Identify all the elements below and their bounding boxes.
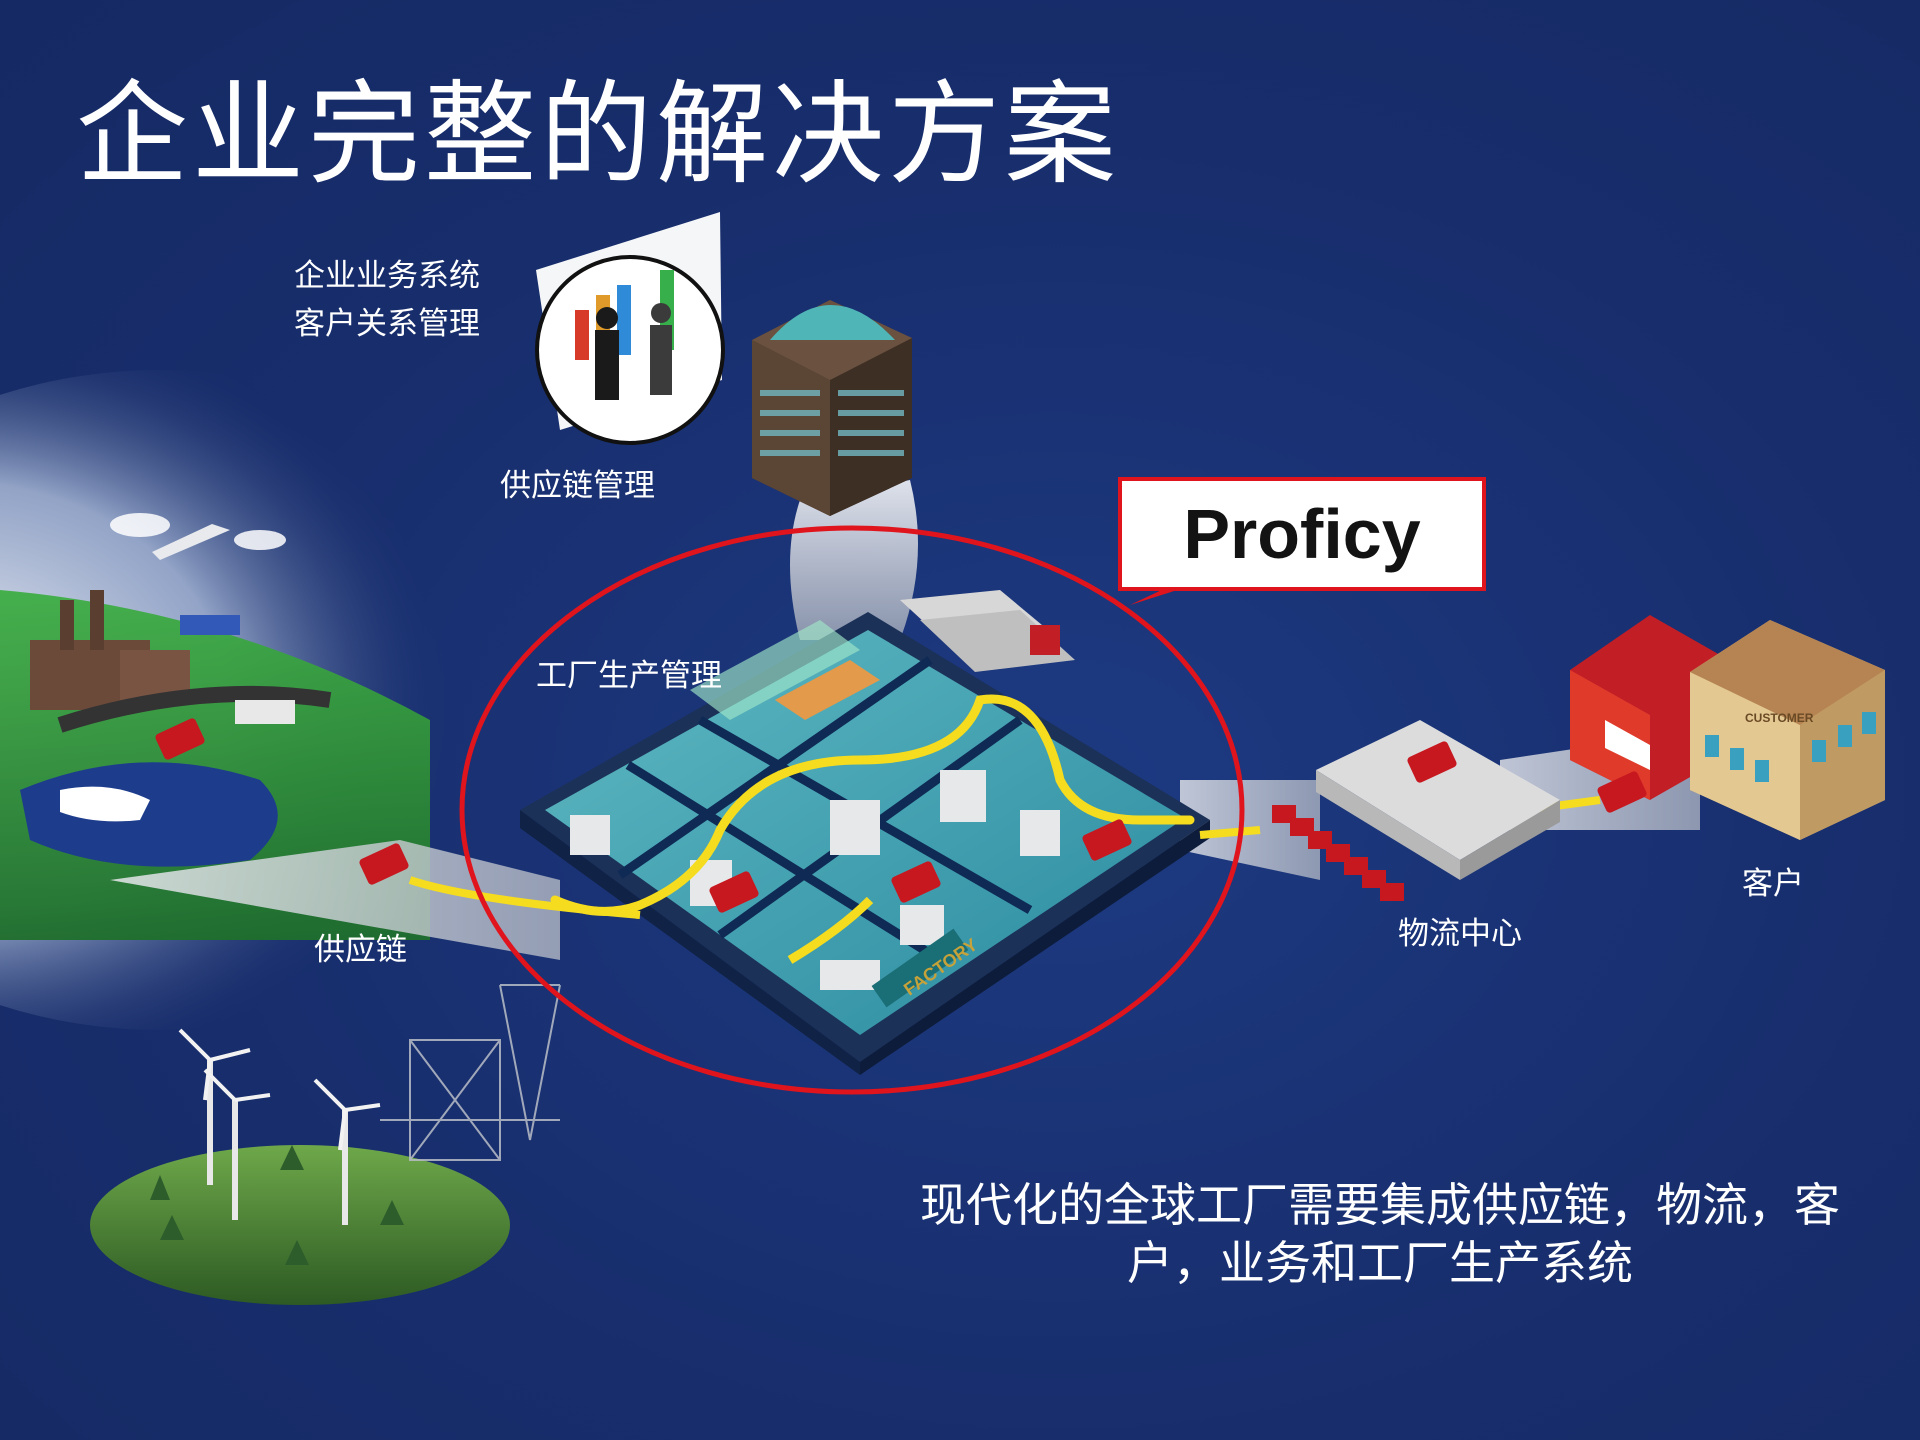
business-meeting-graphic — [535, 212, 725, 445]
tag-icon — [155, 718, 205, 760]
proficy-callout: Proficy — [1118, 477, 1486, 591]
label-crm: 客户关系管理 — [294, 306, 480, 342]
headquarters-building — [752, 300, 912, 516]
proficy-callout-text: Proficy — [1183, 495, 1421, 573]
tag-icon — [709, 871, 759, 913]
logistics-center — [1272, 720, 1560, 901]
proficy-scope-ellipse — [459, 525, 1245, 1095]
energy-region — [90, 984, 561, 1305]
supply-flow-path — [408, 876, 641, 919]
label-supply-chain: 供应链 — [314, 932, 407, 968]
tag-icon — [359, 843, 409, 885]
factory-building: FACTORY — [520, 612, 1210, 1075]
customer-sign: CUSTOMER — [1745, 711, 1814, 725]
slide-title: 企业完整的解决方案 — [76, 70, 1120, 200]
tag-icon — [1597, 771, 1647, 813]
slide-caption: 现代化的全球工厂需要集成供应链，物流，客 户，业务和工厂生产系统 — [880, 1176, 1880, 1292]
label-logistics: 物流中心 — [1398, 916, 1522, 952]
customer-buildings: CUSTOMER — [1570, 615, 1885, 840]
tag-icon — [1082, 819, 1132, 861]
label-factory-mgmt: 工厂生产管理 — [536, 658, 722, 694]
logistics-flow-path — [1199, 826, 1261, 839]
label-enterprise-system: 企业业务系统 — [294, 258, 480, 294]
label-customer: 客户 — [1742, 866, 1804, 902]
tag-icon — [1407, 741, 1457, 783]
label-scm: 供应链管理 — [500, 468, 655, 504]
rfid-tags — [155, 718, 1647, 913]
tag-icon — [891, 861, 941, 903]
factory-trucks — [900, 590, 1075, 672]
caption-line-1: 现代化的全球工厂需要集成供应链，物流，客 — [920, 1178, 1840, 1232]
caption-line-2: 户，业务和工厂生产系统 — [1127, 1236, 1633, 1290]
